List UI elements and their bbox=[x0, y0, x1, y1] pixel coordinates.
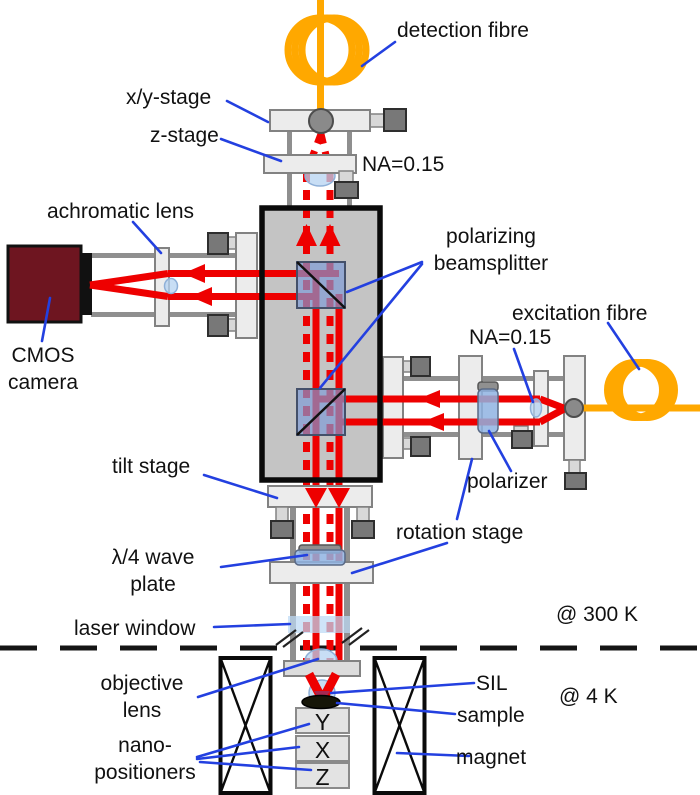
z-stage-assembly bbox=[263, 154, 359, 199]
label-magnet: magnet bbox=[456, 746, 527, 769]
leader-quarter-wave bbox=[219, 553, 309, 569]
leader-nano-z bbox=[198, 760, 313, 772]
label-qwp-line2: plate bbox=[130, 573, 176, 596]
right-mount-plate bbox=[382, 356, 431, 459]
label-xy-stage: x/y-stage bbox=[126, 86, 212, 109]
leader-achromatic-lens bbox=[131, 220, 163, 255]
label-pbs-line1: polarizing bbox=[446, 225, 536, 248]
leader-sil bbox=[329, 681, 476, 695]
leader-rotation-stage-down bbox=[350, 541, 449, 575]
polarizing-beamsplitter-lower bbox=[296, 388, 346, 436]
label-positioner-y: Y bbox=[314, 709, 331, 735]
leader-tilt-stage bbox=[202, 473, 279, 500]
label-z-stage: z-stage bbox=[150, 124, 219, 147]
label-laser-window: laser window bbox=[74, 617, 196, 640]
label-temp-4k: @ 4 K bbox=[559, 685, 618, 708]
excitation-fibre-coupler bbox=[564, 398, 584, 418]
rail-knob bbox=[511, 425, 533, 449]
objective-holder-bar bbox=[283, 660, 361, 677]
leader-cmos-camera bbox=[40, 296, 52, 343]
leader-z-stage bbox=[219, 137, 283, 163]
label-nano-positioners: nano- positioners bbox=[83, 732, 207, 786]
quarter-wave-plate-element bbox=[294, 544, 346, 566]
leader-objective-lens bbox=[196, 657, 320, 699]
xy-stage-assembly bbox=[269, 108, 407, 132]
beam-arrow-down bbox=[305, 488, 327, 508]
detection-fibre-assembly bbox=[284, 0, 370, 118]
camera-beam bbox=[89, 281, 169, 300]
polarizing-beamsplitter-upper bbox=[296, 261, 346, 309]
excitation-beam bbox=[538, 405, 567, 426]
label-cmos-line2: camera bbox=[7, 371, 79, 394]
label-objective-lens: objective lens bbox=[92, 670, 192, 724]
magnet-right bbox=[372, 656, 427, 795]
label-nano-line1: nano- bbox=[118, 734, 172, 757]
polarizer-element bbox=[477, 381, 499, 434]
na-lens bbox=[529, 398, 543, 418]
leader-detection-fibre bbox=[360, 40, 397, 68]
label-qwp-line1: λ/4 wave bbox=[111, 546, 195, 569]
sample-chip bbox=[301, 694, 341, 710]
leader-beamsplitter-upper bbox=[345, 260, 424, 294]
excitation-fibre-assembly bbox=[583, 359, 700, 421]
leader-nano-x bbox=[195, 745, 301, 761]
leader-na-right bbox=[512, 347, 535, 404]
label-quarter-wave-plate: λ/4 wave plate bbox=[103, 544, 203, 598]
leader-beamsplitter-lower bbox=[318, 262, 424, 390]
label-cmos-line1: CMOS bbox=[11, 344, 75, 367]
leader-xy-stage bbox=[225, 99, 270, 124]
label-leader-lines bbox=[40, 40, 641, 772]
leader-magnet bbox=[395, 751, 471, 758]
left-mount-plate bbox=[207, 232, 258, 339]
leader-polarizer bbox=[487, 429, 513, 473]
achromatic-lens bbox=[163, 277, 179, 295]
main-housing-fill bbox=[262, 208, 380, 480]
label-cmos-camera: CMOS camera bbox=[0, 342, 86, 396]
leader-nano-y bbox=[195, 722, 311, 759]
laser-window bbox=[288, 616, 350, 633]
detection-beam bbox=[303, 132, 325, 174]
detection-fibre-coupler bbox=[308, 108, 334, 134]
label-pbs-line2: beamsplitter bbox=[433, 252, 549, 275]
label-rotation-stage: rotation stage bbox=[396, 521, 524, 544]
rail-break-marks bbox=[275, 627, 370, 648]
label-polarizing-beamsplitter: polarizing beamsplitter bbox=[421, 223, 561, 277]
detection-beam bbox=[317, 133, 334, 173]
leader-laser-window bbox=[212, 622, 292, 629]
label-positioner-z: Z bbox=[315, 764, 330, 790]
main-housing-border bbox=[259, 205, 383, 483]
nano-positioner-stack bbox=[295, 707, 350, 789]
beam-arrow-down bbox=[328, 488, 350, 508]
label-excitation-fibre: excitation fibre bbox=[512, 302, 648, 325]
leader-excitation-fibre bbox=[606, 321, 641, 371]
leader-rotation-stage-up bbox=[455, 457, 474, 521]
label-achromatic-lens: achromatic lens bbox=[47, 200, 195, 223]
leader-sample bbox=[335, 701, 457, 716]
label-nano-line2: positioners bbox=[94, 761, 196, 784]
fibre-coupler-mount bbox=[563, 355, 587, 490]
label-positioner-x: X bbox=[314, 737, 331, 763]
label-objective-line1: objective bbox=[100, 672, 184, 695]
cmos-camera-body bbox=[6, 244, 92, 324]
label-sample: sample bbox=[457, 704, 525, 727]
label-polarizer: polarizer bbox=[467, 470, 548, 493]
magnet-left bbox=[218, 656, 273, 795]
label-tilt-stage: tilt stage bbox=[112, 455, 191, 478]
label-objective-line2: lens bbox=[122, 699, 162, 722]
camera-beam bbox=[89, 270, 169, 289]
label-sil: SIL bbox=[476, 672, 508, 695]
label-na-top: NA=0.15 bbox=[362, 153, 445, 176]
laser-beams bbox=[89, 132, 567, 668]
label-temp-300k: @ 300 K bbox=[556, 603, 639, 626]
label-na-right: NA=0.15 bbox=[469, 326, 552, 349]
label-detection-fibre: detection fibre bbox=[397, 19, 529, 42]
